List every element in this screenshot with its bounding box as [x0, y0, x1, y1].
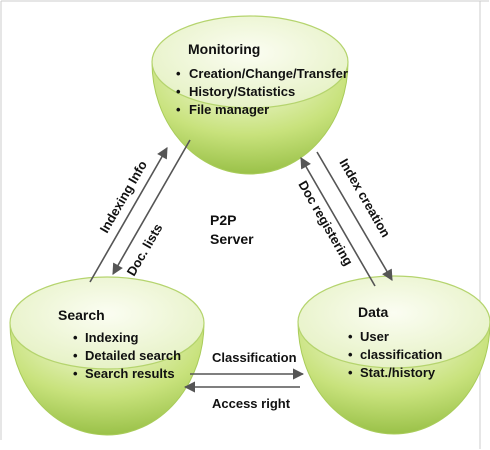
search-item: Indexing — [85, 330, 139, 345]
data-item: Stat./history — [360, 365, 436, 380]
bullet: • — [348, 347, 353, 362]
center-line2: Server — [210, 231, 254, 247]
node-search: Search • Indexing • Detailed search • Se… — [9, 276, 205, 436]
bullet: • — [176, 66, 181, 81]
label-access-right: Access right — [212, 396, 291, 411]
data-rim — [297, 275, 490, 369]
monitoring-items: • Creation/Change/Transfer • History/Sta… — [176, 66, 348, 117]
label-doc-registering: Doc registering — [295, 178, 356, 268]
bullet: • — [73, 330, 78, 345]
monitoring-item: Creation/Change/Transfer — [189, 66, 348, 81]
label-doc-lists: Doc. lists — [124, 221, 166, 279]
monitoring-item: History/Statistics — [189, 84, 295, 99]
bullet: • — [348, 329, 353, 344]
monitoring-item: File manager — [189, 102, 269, 117]
data-item: User — [360, 329, 389, 344]
bullet: • — [73, 348, 78, 363]
search-item: Detailed search — [85, 348, 181, 363]
arrow-indexing-info — [89, 147, 168, 283]
label-index-creation: Index creation — [336, 156, 393, 240]
node-monitoring: Monitoring • Creation/Change/Transfer • … — [151, 15, 349, 175]
center-line1: P2P — [210, 212, 236, 228]
node-data: Data • User • classification • Stat./his… — [297, 275, 490, 435]
search-title: Search — [58, 307, 105, 323]
bullet: • — [176, 102, 181, 117]
monitoring-title: Monitoring — [188, 41, 260, 57]
search-rim — [9, 276, 205, 370]
data-item: classification — [360, 347, 442, 362]
bullet: • — [73, 366, 78, 381]
label-classification: Classification — [212, 350, 297, 365]
bullet: • — [348, 365, 353, 380]
arrow-doc-registering — [300, 157, 376, 287]
arrow-index-creation — [316, 151, 393, 281]
search-item: Search results — [85, 366, 175, 381]
data-items: • User • classification • Stat./history — [348, 329, 442, 380]
data-title: Data — [358, 304, 389, 320]
monitoring-rim — [151, 15, 349, 109]
search-items: • Indexing • Detailed search • Search re… — [73, 330, 181, 381]
bullet: • — [176, 84, 181, 99]
arrow-doc-lists — [112, 139, 191, 275]
